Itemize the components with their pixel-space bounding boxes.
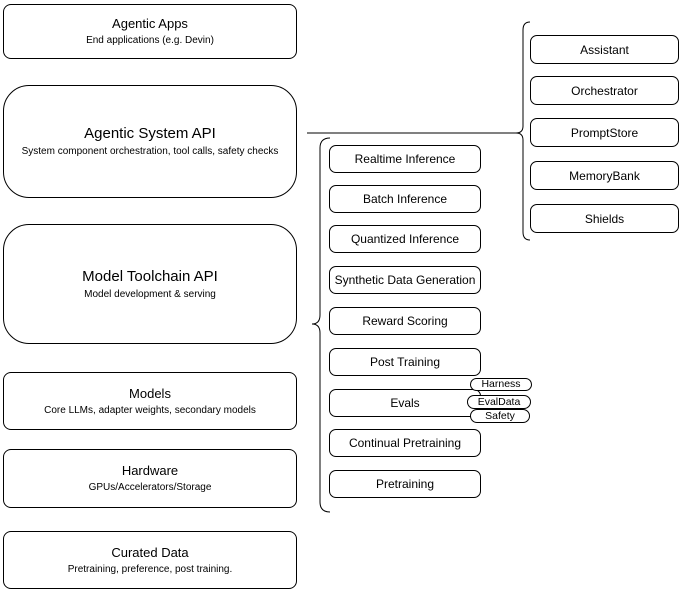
layer-subtitle: System component orchestration, tool cal… [21,146,279,157]
layer-title: Agentic Apps [112,16,188,31]
layer-title: Model Toolchain API [82,267,218,285]
layer-box-models: Models Core LLMs, adapter weights, secon… [3,372,297,430]
layer-subtitle: GPUs/Accelerators/Storage [88,482,212,493]
layer-subtitle: Core LLMs, adapter weights, secondary mo… [44,404,256,416]
toolchain-service-post-training: Post Training [329,348,481,376]
layer-title: Models [129,385,171,401]
system-component-promptstore: PromptStore [530,118,679,147]
toolchain-service-batch-inference: Batch Inference [329,185,481,213]
system-component-shields: Shields [530,204,679,233]
layer-subtitle: Pretraining, preference, post training. [67,563,233,575]
eval-tag-harness: Harness [470,378,532,391]
layer-title: Hardware [121,463,179,478]
layer-box-agentic-system-api: Agentic System API System component orch… [3,85,297,198]
brace-toolchain-services [311,137,331,513]
toolchain-service-quantized-inference: Quantized Inference [329,225,481,253]
eval-tag-evaldata: EvalData [467,395,531,409]
layer-title: Curated Data [111,544,189,560]
toolchain-service-continual-pretraining: Continual Pretraining [329,429,481,457]
layer-subtitle: Model development & serving [84,288,216,300]
system-component-memorybank: MemoryBank [530,161,679,190]
brace-system-components [515,21,531,241]
layer-box-agentic-apps: Agentic Apps End applications (e.g. Devi… [3,4,297,59]
toolchain-service-synthetic-data-generation: Synthetic Data Generation [329,266,481,294]
toolchain-service-realtime-inference: Realtime Inference [329,145,481,173]
toolchain-service-evals: Evals [329,389,481,417]
toolchain-service-pretraining: Pretraining [329,470,481,498]
layer-box-curated-data: Curated Data Pretraining, preference, po… [3,531,297,589]
layer-subtitle: End applications (e.g. Devin) [86,35,214,46]
layer-box-model-toolchain-api: Model Toolchain API Model development & … [3,224,297,344]
layer-title: Agentic System API [84,125,216,142]
layer-box-hardware: Hardware GPUs/Accelerators/Storage [3,449,297,508]
eval-tag-safety: Safety [470,409,530,423]
system-component-orchestrator: Orchestrator [530,76,679,105]
system-component-assistant: Assistant [530,35,679,64]
toolchain-service-reward-scoring: Reward Scoring [329,307,481,335]
